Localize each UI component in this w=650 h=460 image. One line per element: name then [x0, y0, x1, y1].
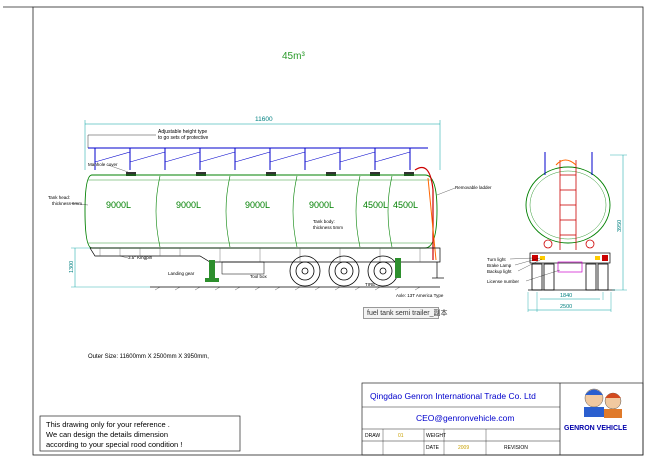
- compartment-4-volume: 9000L: [309, 200, 334, 210]
- backup-light-note: Backup light: [487, 269, 512, 274]
- side-view: 11600 Adjustable height type to go sets …: [48, 116, 492, 298]
- compartment-5-volume: 4500L: [363, 200, 388, 210]
- rear-view: Turn light Brake Lamp Backup light Licen…: [487, 152, 627, 312]
- disclaimer-line-3: according to your special rood condition…: [46, 440, 182, 449]
- track-width-dim: 1840: [560, 293, 572, 299]
- protective-sets-note: to go sets of protective: [158, 135, 209, 141]
- tire-note: TIRE: [365, 282, 375, 287]
- axle-note: Axle: 13T America Type: [396, 293, 444, 298]
- disclaimer-box: This drawing only for your reference . W…: [39, 415, 241, 452]
- title-block: Qingdao Genron International Trade Co. L…: [361, 382, 644, 456]
- turn-light-note: Turn light: [487, 257, 506, 262]
- compartment-6-volume: 4500L: [393, 200, 418, 210]
- rear-height-dim: 3950: [617, 220, 623, 232]
- removable-ladder-note: Removable ladder: [455, 185, 492, 190]
- outer-size-note: Outer Size: 11600mm X 2500mm X 3950mm,: [88, 354, 209, 360]
- capacity-label: 45m³: [282, 51, 305, 62]
- date-value: 2009: [458, 445, 469, 451]
- tank-body-note: Tank body:: [313, 219, 335, 224]
- compartment-2-volume: 9000L: [176, 200, 201, 210]
- tank-body-thickness: thickness 5mm: [313, 225, 343, 230]
- date-label: DATE: [426, 445, 440, 451]
- manhole-cover-note: Manhole cover: [88, 162, 118, 167]
- overall-width-dim: 2500: [560, 304, 572, 310]
- landing-gear-note: Landing gear: [168, 271, 195, 276]
- disclaimer-line-2: We can design the details dimension: [46, 430, 168, 439]
- company-email[interactable]: CEO@genronvehicle.com: [416, 413, 514, 423]
- compartment-3-volume: 9000L: [245, 200, 270, 210]
- tank-head-note: Tank head:: [48, 195, 70, 200]
- compartment-1-volume: 9000L: [106, 200, 131, 210]
- adjustable-height-note: Adjustable height type: [158, 129, 207, 135]
- tank-body: [84, 174, 438, 249]
- revision-label: REVISION: [504, 445, 528, 451]
- tank-head-thickness: thickness 6mm: [52, 201, 82, 206]
- kingpin-note: 3.5" Kingpin: [128, 255, 153, 260]
- disclaimer-line-1: This drawing only for your reference .: [46, 420, 170, 429]
- genron-logo: GENRON VEHICLE: [564, 388, 627, 432]
- weight-label: WEIGHT: [426, 433, 446, 439]
- file-name-tag: fuel tank semi trailer_副本: [363, 307, 448, 319]
- draw-value: 01: [398, 433, 404, 439]
- axle-wheels: [289, 255, 399, 287]
- brake-lamp-note: Brake Lamp: [487, 263, 512, 268]
- tool-box-note: Tool box: [250, 274, 268, 279]
- side-height-dim: 1300: [69, 261, 75, 273]
- license-number-note: License number: [487, 279, 520, 284]
- company-name: Qingdao Genron International Trade Co. L…: [370, 391, 536, 401]
- draw-label: DRAW: [365, 433, 380, 439]
- sheet-frame: [32, 6, 644, 456]
- overall-length-dim: 11600: [255, 116, 273, 123]
- logo-text: GENRON VEHICLE: [564, 425, 627, 432]
